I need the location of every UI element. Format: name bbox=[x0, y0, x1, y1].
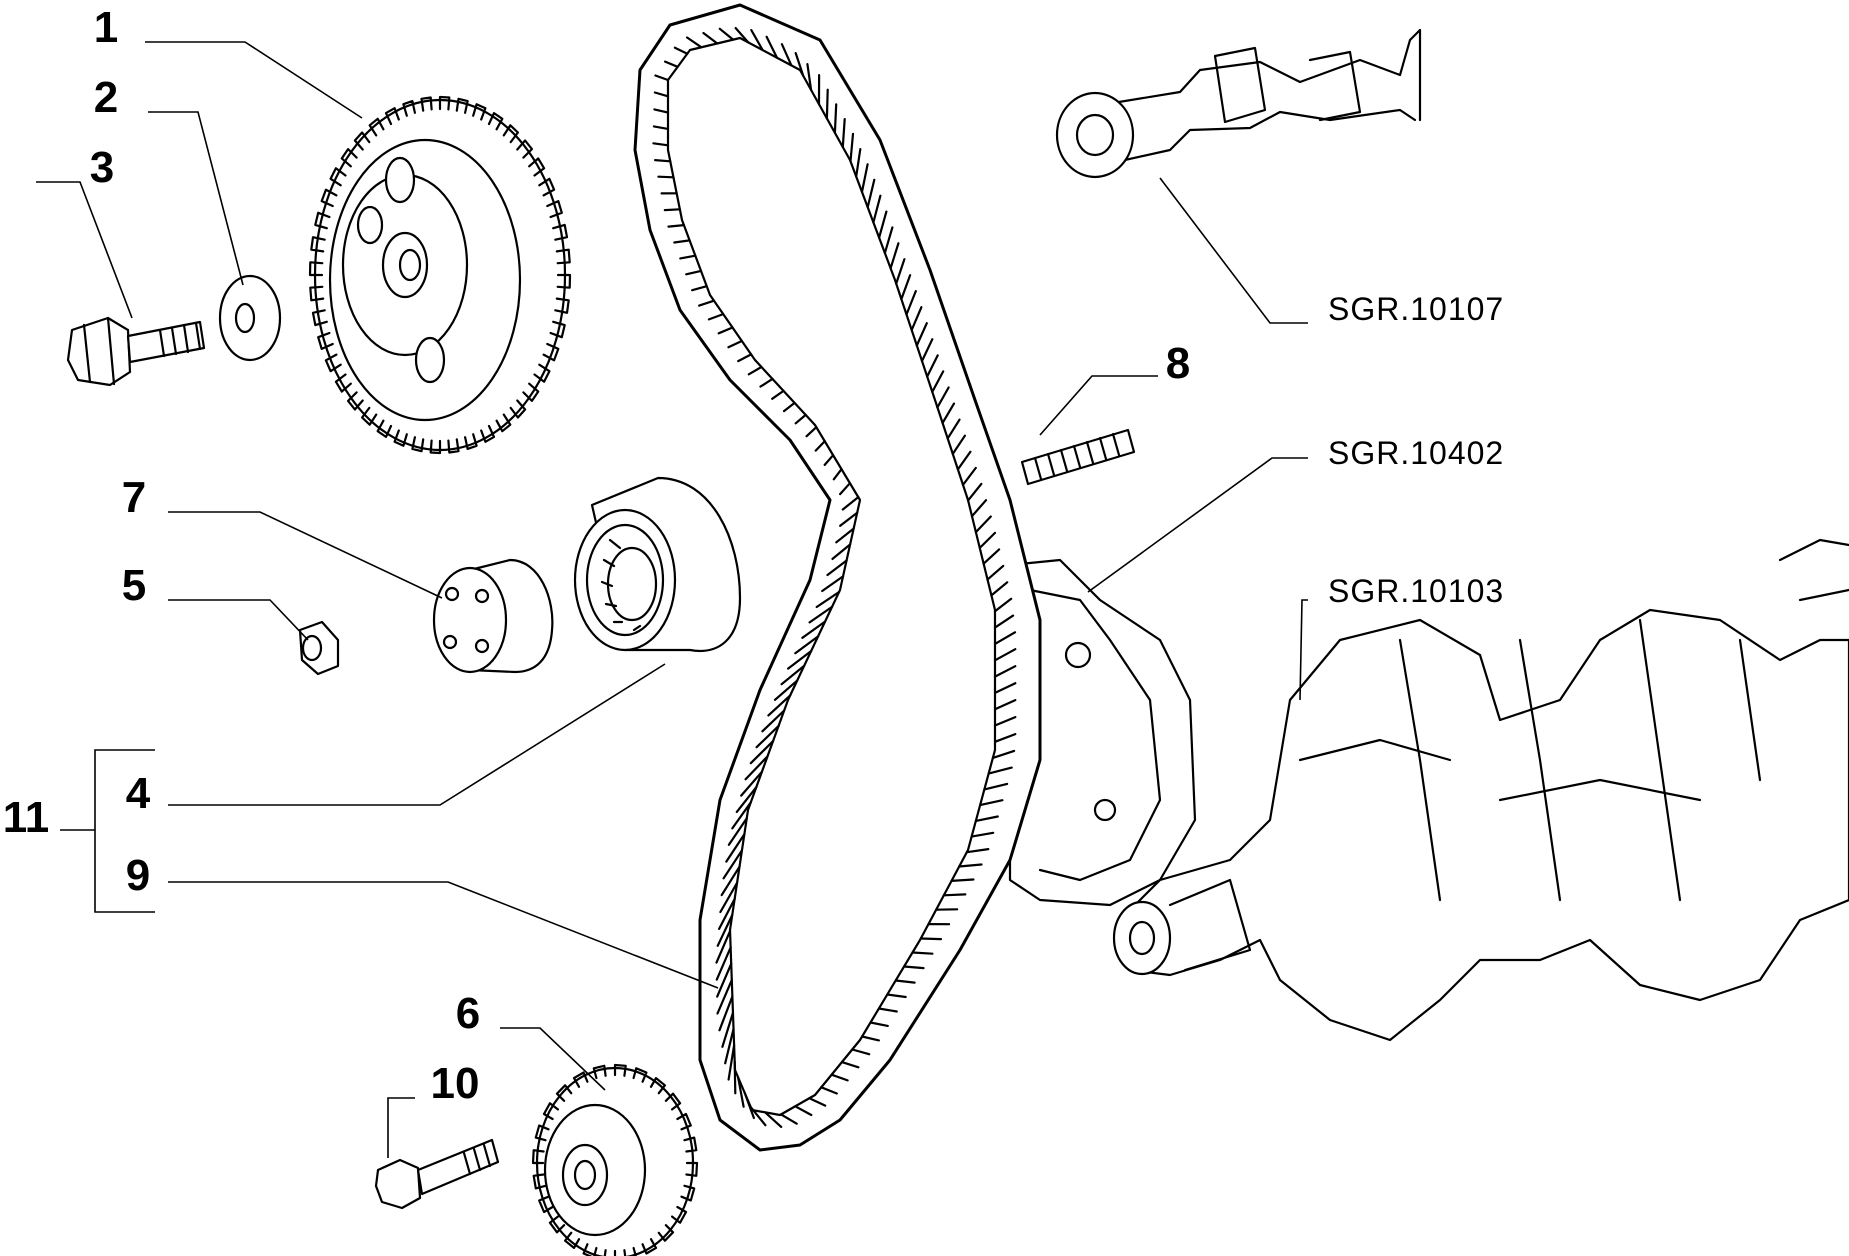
timing-belt-drawing bbox=[633, 3, 1042, 1152]
label-part-5: 5 bbox=[122, 561, 146, 610]
spacer-bush-drawing bbox=[432, 558, 554, 674]
label-part-6: 6 bbox=[456, 989, 480, 1038]
label-part-11: 11 bbox=[3, 793, 50, 842]
label-part-8: 8 bbox=[1166, 339, 1190, 388]
tensioner-pulley-drawing bbox=[573, 476, 742, 652]
bolt-3-drawing bbox=[66, 316, 206, 387]
leader-lines bbox=[36, 41, 1308, 1158]
crankshaft-drawing bbox=[1112, 538, 1849, 1042]
washer-drawing bbox=[218, 274, 282, 362]
label-part-7: 7 bbox=[122, 473, 146, 522]
label-part-4: 4 bbox=[126, 769, 151, 818]
water-pump-drawing bbox=[1008, 558, 1197, 907]
camshaft-drawing bbox=[1055, 28, 1422, 179]
ref-water-pump: SGR.10402 bbox=[1328, 435, 1504, 471]
camshaft-sprocket-drawing bbox=[308, 95, 572, 455]
label-part-1: 1 bbox=[94, 3, 118, 52]
bolt-10-drawing bbox=[374, 1138, 500, 1210]
label-part-2: 2 bbox=[94, 73, 118, 122]
part-labels: 1 2 3 7 5 4 9 11 6 10 8 SGR.10107 SGR.10… bbox=[3, 3, 1504, 1108]
label-part-10: 10 bbox=[431, 1059, 480, 1108]
ref-crankshaft: SGR.10103 bbox=[1328, 573, 1504, 609]
ref-camshaft: SGR.10107 bbox=[1328, 291, 1504, 327]
label-part-3: 3 bbox=[90, 143, 114, 192]
nut-drawing bbox=[298, 620, 340, 676]
stud-drawing bbox=[1020, 428, 1136, 486]
crankshaft-sprocket-drawing bbox=[531, 1063, 699, 1256]
label-part-9: 9 bbox=[126, 851, 150, 900]
